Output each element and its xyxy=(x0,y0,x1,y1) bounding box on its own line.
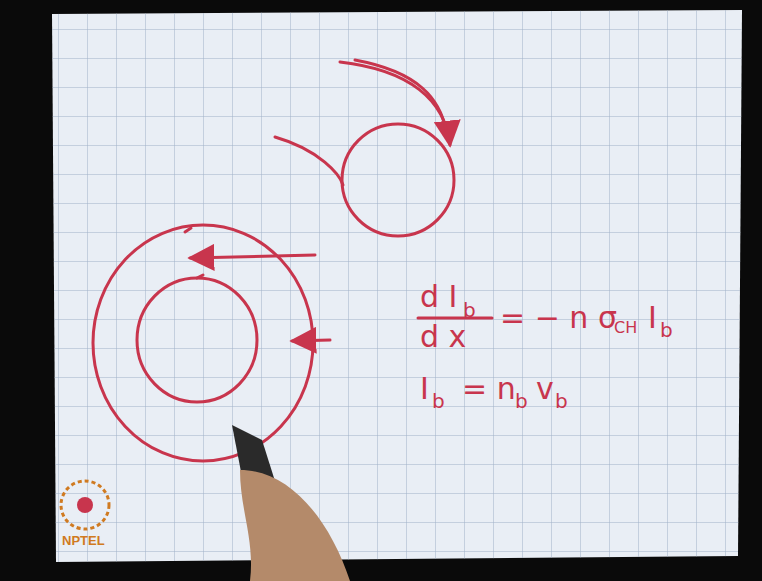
logo-text: NPTEL xyxy=(62,534,105,547)
subscript: b xyxy=(555,391,568,411)
equation-term: d x xyxy=(420,322,466,352)
equation-term: v xyxy=(536,374,554,404)
equation-term: = n xyxy=(462,374,516,404)
tick xyxy=(185,228,191,232)
equation-term: I xyxy=(420,374,429,404)
arrow xyxy=(190,255,315,258)
subscript: b xyxy=(432,391,445,411)
inner-circle xyxy=(137,278,257,402)
fraction-bar xyxy=(418,317,492,320)
trajectory xyxy=(355,60,446,130)
subscript: CH xyxy=(614,320,637,336)
paper xyxy=(52,10,742,562)
subscript: b xyxy=(463,300,476,320)
equation-term: = − n σ xyxy=(500,303,617,333)
trajectory xyxy=(275,137,343,185)
subscript: b xyxy=(660,320,673,340)
trajectory-arrow xyxy=(340,62,450,145)
tick xyxy=(197,275,203,278)
subscript: b xyxy=(515,391,528,411)
hand-with-pen xyxy=(232,425,350,581)
logo xyxy=(61,481,109,529)
equation-term: d I xyxy=(420,282,457,312)
small-circle xyxy=(342,124,454,236)
grid xyxy=(52,10,742,562)
equation-term: I xyxy=(648,303,657,333)
outer-circle xyxy=(93,225,313,461)
arrow xyxy=(292,340,330,341)
